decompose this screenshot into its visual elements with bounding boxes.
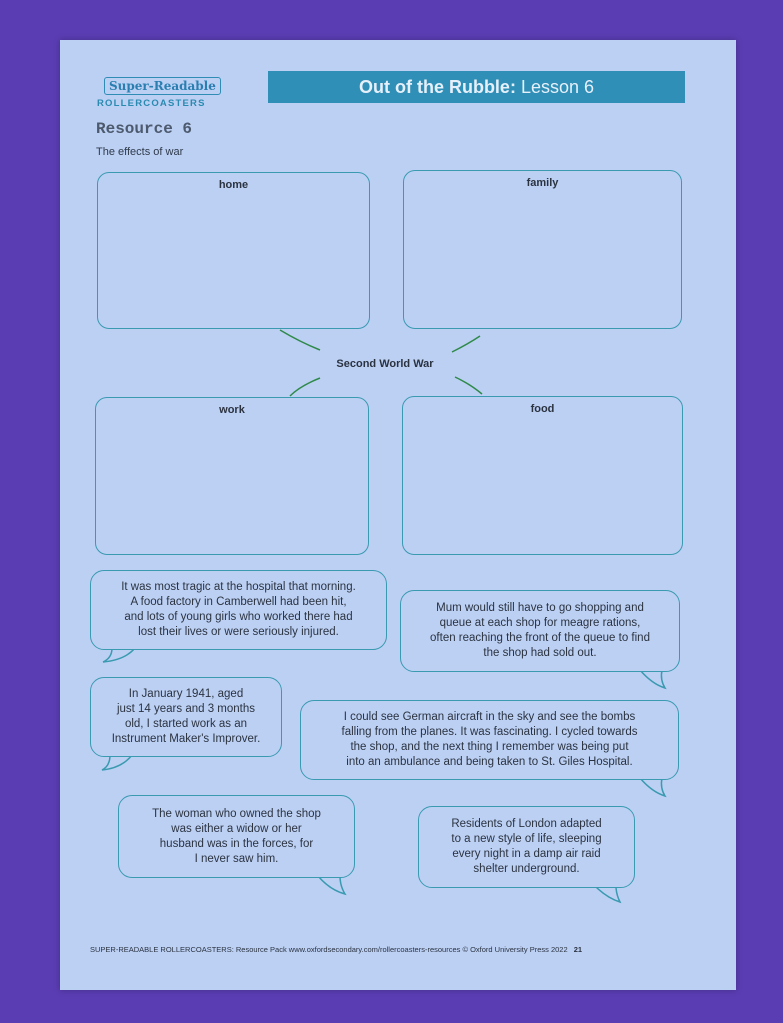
box-label: family — [526, 177, 559, 189]
quote-bubble[interactable]: I could see German aircraft in the sky a… — [300, 700, 679, 780]
quote-bubble[interactable]: In January 1941, aged just 14 years and … — [90, 677, 282, 757]
box-label: food — [530, 403, 555, 415]
food-box[interactable]: food — [402, 396, 683, 555]
home-box[interactable]: home — [97, 172, 370, 329]
resource-title: Resource 6 — [96, 120, 193, 138]
resource-subtitle: The effects of war — [96, 146, 184, 158]
quote-bubble[interactable]: Mum would still have to go shopping and … — [400, 590, 680, 672]
quote-bubble[interactable]: The woman who owned the shop was either … — [118, 795, 355, 878]
lesson-title: Out of the Rubble: — [358, 76, 516, 97]
logo-subtitle: ROLLERCOASTERS — [97, 98, 206, 109]
lesson-number: Lesson 6 — [520, 76, 595, 97]
page-number: 21 — [573, 945, 583, 954]
footer-text: SUPER-READABLE ROLLERCOASTERS: Resource … — [90, 945, 568, 954]
central-topic: Second World War — [336, 358, 434, 370]
family-box[interactable]: family — [403, 170, 682, 329]
box-label: work — [219, 404, 245, 416]
quote-bubble[interactable]: Residents of London adapted to a new sty… — [418, 806, 635, 888]
quote-bubble[interactable]: It was most tragic at the hospital that … — [90, 570, 387, 650]
box-label: home — [218, 179, 249, 191]
work-box[interactable]: work — [95, 397, 369, 555]
footer: SUPER-READABLE ROLLERCOASTERS: Resource … — [90, 945, 582, 954]
logo: Super-Readable — [104, 77, 221, 95]
lesson-title-banner: Out of the Rubble: Lesson 6 — [268, 71, 685, 103]
